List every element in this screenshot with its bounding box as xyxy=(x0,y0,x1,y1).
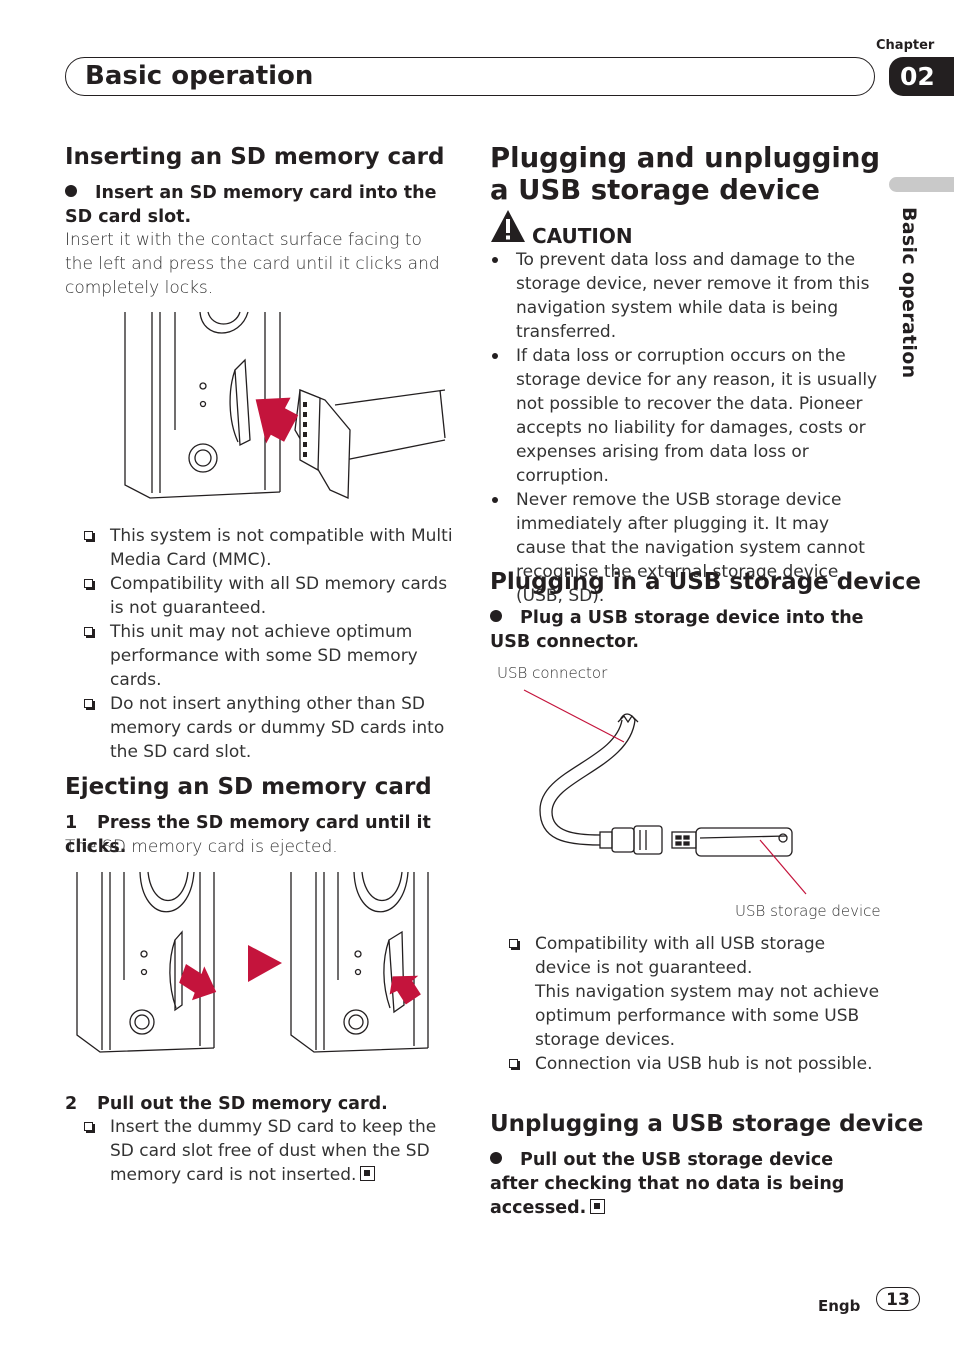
note-item: This unit may not achieve optimum perfor… xyxy=(65,620,455,692)
page-number: 13 xyxy=(876,1287,920,1311)
footer-language: Engb xyxy=(818,1297,861,1315)
page-title: Basic operation xyxy=(85,61,314,91)
notes-insert-sd: This system is not compatible with Multi… xyxy=(65,524,455,764)
usb-illustration xyxy=(523,689,807,895)
bullet-dot-icon xyxy=(65,185,77,197)
caution-item: If data loss or corruption occurs on the… xyxy=(490,344,880,488)
notes-eject-sd: Insert the dummy SD card to keep the SD … xyxy=(65,1115,455,1187)
instruction-plug-usb: Plug a USB storage device into the USB c… xyxy=(490,608,864,652)
chapter-number: 02 xyxy=(889,57,954,96)
sd-insert-illustration xyxy=(124,311,446,499)
heading-usb: Plugging and unplugging a USB storage de… xyxy=(490,142,881,206)
caution-item: Never remove the USB storage device imme… xyxy=(490,488,880,608)
heading-plug-usb: Plugging in a USB storage device xyxy=(490,569,921,595)
header-bar xyxy=(65,57,875,96)
warning-icon xyxy=(491,210,525,242)
heading-eject-sd: Ejecting an SD memory card xyxy=(65,774,432,800)
step1-body: The SD memory card is ejected. xyxy=(65,837,338,857)
caution-label: CAUTION xyxy=(532,224,633,248)
note-item: Compatibility with all SD memory cards i… xyxy=(65,572,455,620)
note-item: Insert the dummy SD card to keep the SD … xyxy=(65,1115,455,1187)
end-mark-icon xyxy=(360,1166,376,1181)
caution-list: To prevent data loss and damage to the s… xyxy=(490,248,880,608)
side-tab-label: Basic operation xyxy=(898,207,920,379)
label-usb-connector: USB connector xyxy=(497,664,608,682)
note-item: Compatibility with all USB storage devic… xyxy=(490,932,880,1052)
chapter-label: Chapter xyxy=(876,38,935,53)
side-tab-marker xyxy=(889,177,954,192)
note-item: This system is not compatible with Multi… xyxy=(65,524,455,572)
label-usb-device: USB storage device xyxy=(735,902,881,920)
instruction-insert-sd: Insert an SD memory card into the SD car… xyxy=(65,183,437,227)
caution-item: To prevent data loss and damage to the s… xyxy=(490,248,880,344)
heading-unplug-usb: Unplugging a USB storage device xyxy=(490,1111,924,1137)
end-mark-icon xyxy=(590,1199,606,1214)
note-item: Do not insert anything other than SD mem… xyxy=(65,692,455,764)
heading-insert-sd: Inserting an SD memory card xyxy=(65,144,445,170)
body-insert-sd: Insert it with the contact surface facin… xyxy=(65,230,440,298)
instruction-unplug-usb: Pull out the USB storage device after ch… xyxy=(490,1150,845,1218)
bullet-dot-icon xyxy=(490,610,502,622)
notes-plug-usb: Compatibility with all USB storage devic… xyxy=(490,932,880,1076)
note-item: Connection via USB hub is not possible. xyxy=(490,1052,880,1076)
sd-eject-illustration xyxy=(76,871,429,1053)
bullet-dot-icon xyxy=(490,1152,502,1164)
